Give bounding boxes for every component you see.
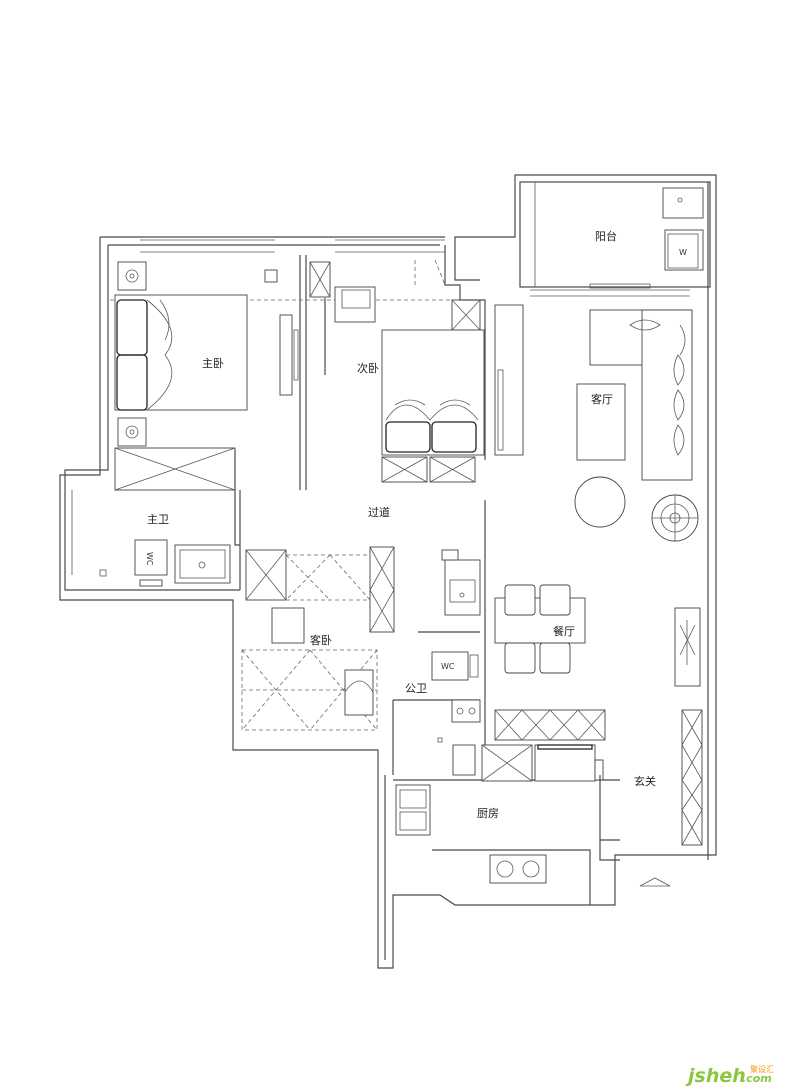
public-bath-area xyxy=(392,500,486,776)
label-kitchen: 厨房 xyxy=(477,807,499,820)
label-public-bath: 公卫 xyxy=(405,682,427,695)
guest-bedroom-area xyxy=(241,546,395,731)
label-wc-public: WC xyxy=(441,662,455,671)
balcony-area xyxy=(589,187,704,289)
label-entrance: 玄关 xyxy=(634,774,656,788)
label-master-bedroom: 主卧 xyxy=(202,357,224,370)
label-wc-master: WC xyxy=(145,552,154,566)
watermark-logo: jsheh .com 聚设汇 xyxy=(685,1064,774,1087)
logo-brand: jsheh xyxy=(685,1065,746,1087)
label-balcony: 阳台 xyxy=(595,229,617,243)
label-corridor: 过道 xyxy=(368,505,390,519)
label-washer: W xyxy=(679,248,687,257)
logo-cn: 聚设汇 xyxy=(750,1064,774,1074)
master-bed xyxy=(114,294,248,411)
master-bedroom-area xyxy=(110,239,480,491)
master-bath-area xyxy=(71,450,241,590)
second-bed xyxy=(381,329,485,456)
living-room-area xyxy=(574,309,699,542)
logo-domain: .com xyxy=(742,1072,772,1085)
label-living-room: 客厅 xyxy=(591,392,613,406)
label-master-bath: 主卫 xyxy=(147,513,169,526)
kitchen-area xyxy=(395,709,703,884)
label-second-bedroom: 次卧 xyxy=(357,361,379,375)
label-guest-bedroom: 客卧 xyxy=(310,633,332,647)
second-bedroom-area xyxy=(309,245,524,483)
label-dining-room: 餐厅 xyxy=(553,624,575,638)
dining-area xyxy=(494,584,701,687)
